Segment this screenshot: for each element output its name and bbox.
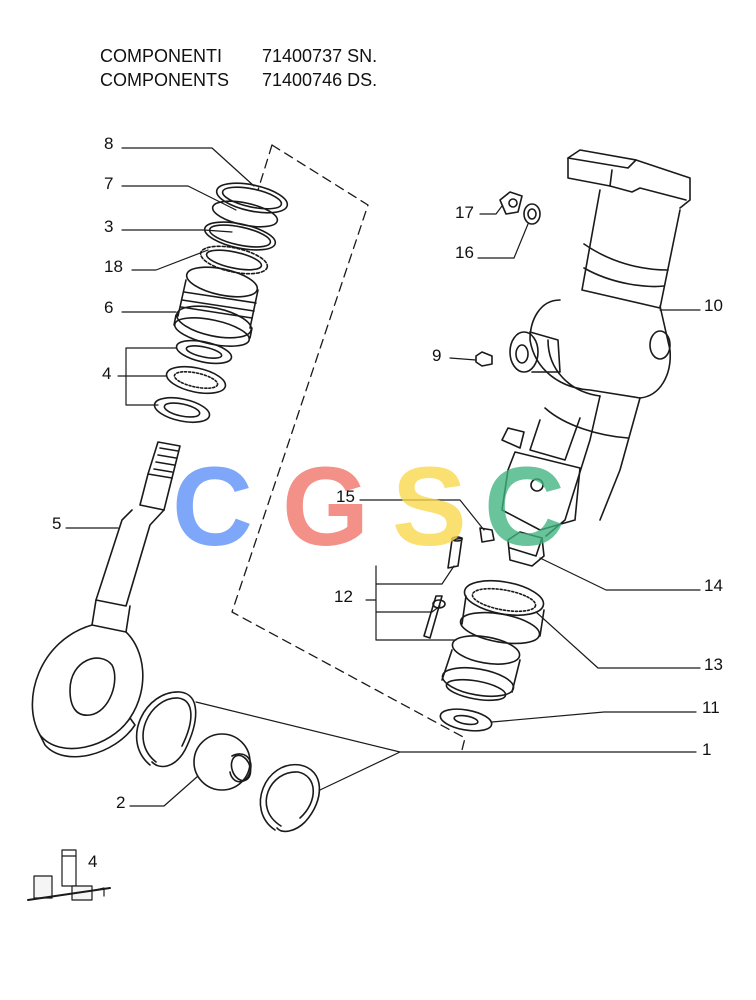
callout-13: 13	[704, 655, 723, 674]
circlip-part-1-a	[135, 691, 197, 768]
assembly-outline-dashed	[231, 144, 466, 751]
washer-part-11	[439, 708, 493, 732]
callout-1: 1	[702, 740, 712, 759]
ring-part-8	[215, 182, 289, 214]
callout-8: 8	[104, 134, 114, 153]
callout-14: 14	[704, 576, 723, 595]
callout-18: 18	[104, 257, 123, 276]
watermark-letter-g: G	[282, 444, 369, 569]
callout-7: 7	[104, 174, 114, 193]
callout-10: 10	[704, 296, 723, 315]
callout-6: 6	[104, 298, 114, 317]
callout-4: 4	[102, 364, 112, 383]
bearing-set-part-4	[153, 339, 233, 424]
assembly-outline-left-dashed	[257, 144, 273, 191]
washer-part-16	[523, 203, 541, 225]
callout-12: 12	[334, 587, 353, 606]
nut-part-14	[507, 531, 545, 567]
pin-set-part-12	[423, 536, 463, 639]
watermark-letter-s: S	[392, 444, 467, 569]
parts-kit-icon	[27, 849, 111, 901]
leader-lines	[65, 147, 701, 807]
callout-17: 17	[455, 203, 474, 222]
header-label-it: COMPONENTI	[100, 46, 223, 66]
threaded-nut-part-6	[173, 266, 259, 347]
callout-15: 15	[336, 487, 355, 506]
callout-9: 9	[432, 346, 442, 365]
watermark: C G S C	[172, 444, 565, 569]
header-code-sn: 71400737 SN.	[262, 46, 378, 66]
grease-fitting-part-17	[499, 191, 523, 215]
watermark-letter-c1: C	[172, 444, 253, 569]
header-code-ds: 71400746 DS.	[262, 70, 378, 90]
watermark-letter-c2: C	[484, 444, 565, 569]
callout-2: 2	[116, 793, 126, 812]
callout-11: 11	[702, 698, 720, 717]
cylinder-body-part-10	[501, 149, 691, 537]
callout-5: 5	[52, 514, 62, 533]
ball-joint-part-2	[193, 733, 252, 791]
pin-part-15	[479, 527, 495, 543]
header-label-en: COMPONENTS	[100, 70, 230, 90]
bearing-housing-part-13	[441, 579, 545, 702]
circlip-part-1-b	[259, 764, 321, 833]
ring-part-7	[211, 200, 279, 228]
callout-3: 3	[104, 217, 114, 236]
tie-rod-part-5	[31, 441, 181, 758]
nipple-part-9	[475, 351, 493, 367]
callout-16: 16	[455, 243, 474, 262]
kit-badge-number: 4	[88, 852, 98, 871]
